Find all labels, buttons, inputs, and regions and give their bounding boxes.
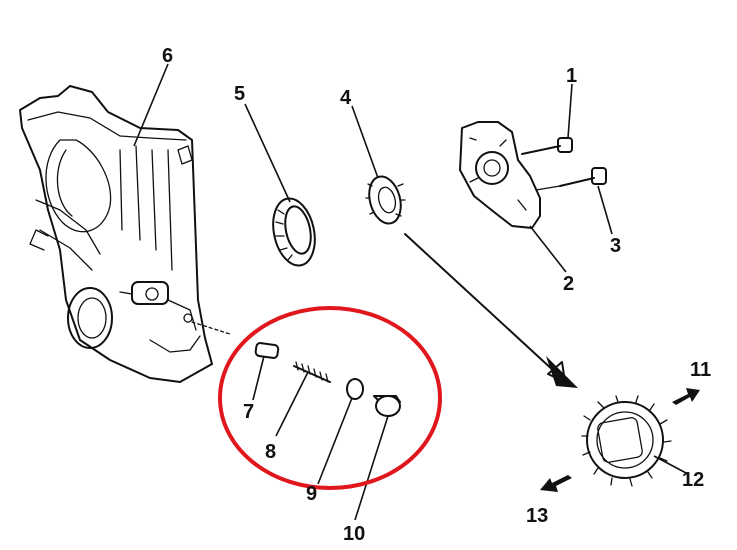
- callout-label-8: 8: [265, 441, 276, 463]
- callout-label-3: 3: [610, 235, 621, 257]
- callout-label-1: 1: [566, 65, 577, 87]
- callout-label-12: 12: [682, 469, 704, 491]
- plug-part: [373, 395, 401, 417]
- crank-sprocket-part: [365, 175, 406, 225]
- spring-part: [293, 361, 331, 383]
- callout-label-4: 4: [340, 87, 352, 109]
- callout-label-6: 6: [162, 45, 173, 67]
- assembly-arrow: [404, 233, 578, 388]
- plunger-part: [254, 342, 280, 359]
- pump-drive-gear-part: [581, 395, 672, 487]
- oil-seal-part: [272, 197, 316, 267]
- callout-label-7: 7: [243, 401, 254, 423]
- direction-arrow-13: [540, 475, 572, 492]
- callout-label-11: 11: [690, 359, 711, 381]
- timing-cover-part: [19, 85, 231, 383]
- oil-pump-part: [459, 121, 541, 229]
- direction-arrow-11: [672, 388, 700, 405]
- callout-label-10: 10: [343, 523, 365, 545]
- pump-bolts-part: [521, 137, 607, 191]
- highlight-circle: [218, 306, 442, 490]
- callout-label-9: 9: [306, 483, 317, 505]
- callout-label-5: 5: [234, 83, 245, 105]
- gasket-part: [346, 378, 364, 400]
- callout-label-2: 2: [563, 273, 574, 295]
- leader-lines: [133, 63, 689, 521]
- callout-label-13: 13: [526, 505, 548, 527]
